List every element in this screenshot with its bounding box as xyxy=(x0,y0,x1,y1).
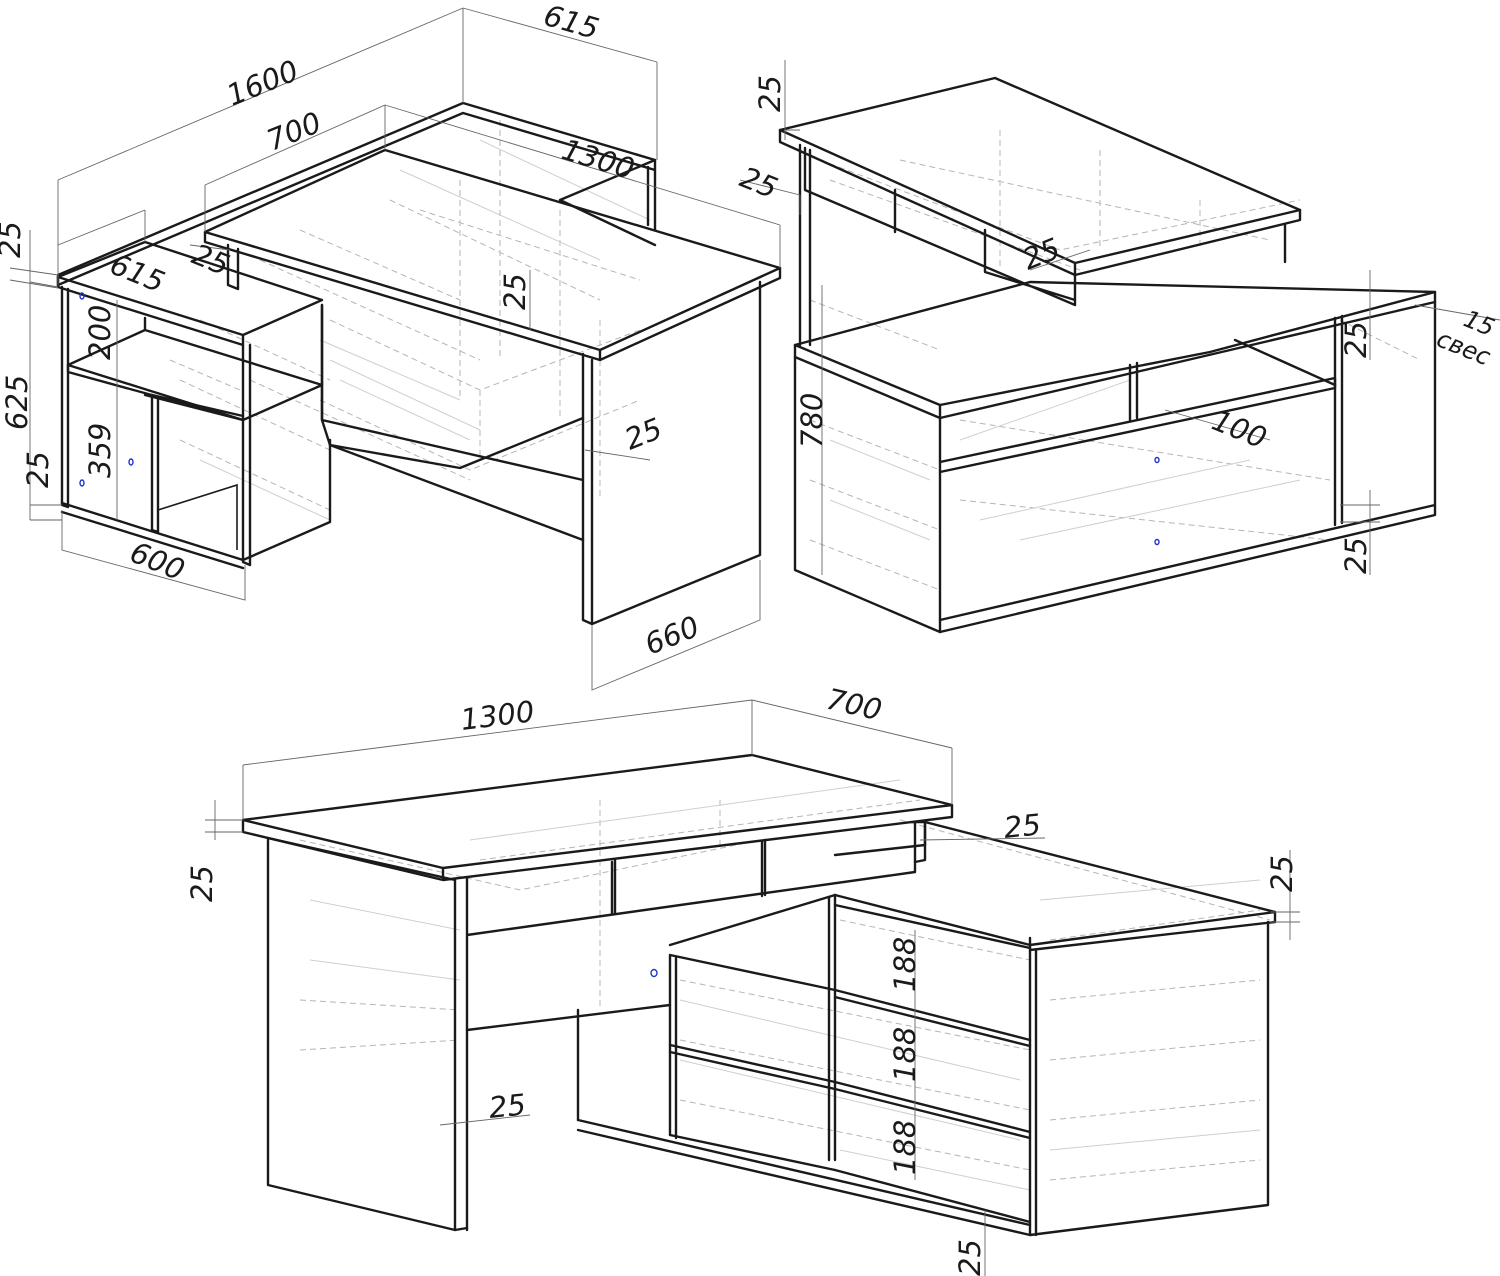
hole-marker xyxy=(1154,538,1160,546)
dim-label: 615 xyxy=(105,247,169,299)
dimension-lines xyxy=(739,60,1500,575)
dim-label: 100 xyxy=(1207,403,1271,455)
drawer-right-mid xyxy=(833,1080,1032,1140)
drawer-left-mid xyxy=(668,1043,837,1091)
cabinet-front-panel xyxy=(827,893,837,1162)
dim-label: 188 xyxy=(888,1120,922,1175)
dim-label: 188 xyxy=(888,937,922,992)
dim-label: 700 xyxy=(262,105,326,157)
body-bottom-front xyxy=(938,300,1437,634)
dim-label: 700 xyxy=(823,682,885,728)
dim-label: 25 xyxy=(1265,855,1299,892)
cabinet-inner-top xyxy=(668,893,837,947)
dim-label: 780 xyxy=(795,393,829,448)
drawer-right-top xyxy=(833,903,1032,1048)
desk-right-leg xyxy=(581,280,762,626)
rear-top-panel xyxy=(56,101,657,287)
dim-label: 25 xyxy=(953,1239,987,1276)
rear-side-panel xyxy=(646,165,657,232)
dim-label: 25 xyxy=(620,411,667,456)
hole-marker xyxy=(650,968,658,978)
dimension-labels: 25 25 25 780 15 свес 25 100 25 xyxy=(735,75,1498,574)
dim-label: 1300 xyxy=(459,694,536,737)
superstructure-back-panel xyxy=(803,146,1077,307)
cabinet-bottom xyxy=(60,438,332,570)
desk-top-front-edge xyxy=(241,803,954,882)
dimension-lines xyxy=(9,7,781,691)
desk-top xyxy=(203,148,782,352)
dim-label: 25 xyxy=(735,160,782,205)
cabinet-bottom xyxy=(576,1118,1032,1237)
cabinet-left-side xyxy=(60,285,70,509)
hole-marker xyxy=(79,292,85,300)
dim-label: 25 xyxy=(21,451,55,488)
hidden-lines xyxy=(299,779,1271,1191)
dim-label: 1300 xyxy=(558,132,639,186)
desk-modesty-panel xyxy=(465,1003,672,1122)
hole-marker xyxy=(79,479,85,487)
body-shelf xyxy=(938,376,1337,474)
dim-label: 25 xyxy=(185,865,219,902)
view-top-left: 1600 615 700 1300 615 25 25 25 200 625 3… xyxy=(0,0,782,691)
hole-marker xyxy=(1154,456,1160,464)
desk-left-leg xyxy=(266,836,469,1232)
cabinet-side-panel xyxy=(1028,920,1270,1237)
dim-label: 25 xyxy=(753,75,787,112)
dim-label: 200 xyxy=(83,305,117,360)
dim-label: 25 xyxy=(1339,537,1373,574)
cabinet-top-front-edge xyxy=(1028,910,1277,952)
desk-left-post xyxy=(226,243,240,291)
cabinet-shelf-2 xyxy=(66,363,245,422)
cabinet-top xyxy=(833,820,1277,947)
dimension-labels: 1300 700 25 25 25 188 188 188 25 25 xyxy=(185,682,1299,1276)
hole-marker xyxy=(128,458,134,466)
cabinet-front-right-side xyxy=(241,303,324,567)
desk-top-front-edge xyxy=(203,230,782,362)
dimension-lines xyxy=(205,699,1300,1276)
body-shelf-partition xyxy=(1128,361,1139,422)
apron-drawer-divider-1 xyxy=(610,858,617,916)
drawer-right-bottom xyxy=(833,1168,1032,1224)
view-top-right: 25 25 25 780 15 свес 25 100 25 xyxy=(735,60,1500,634)
body-top xyxy=(793,280,1437,407)
desk-apron xyxy=(453,820,917,1232)
dim-label: 660 xyxy=(640,609,704,661)
apron-right-end xyxy=(913,820,927,864)
apron-drawer-divider-2 xyxy=(760,838,767,898)
cabinet-inner-divider xyxy=(143,316,245,422)
dim-label: 1600 xyxy=(222,53,303,112)
dim-label: 25 xyxy=(1018,231,1065,276)
body-rear-line xyxy=(1233,338,1337,387)
cabinet-lower-partition xyxy=(157,483,238,550)
superstructure-leg xyxy=(798,143,812,347)
cabinet-mid-partition xyxy=(150,393,160,534)
dim-label: 359 xyxy=(83,423,117,478)
body-right-side xyxy=(1333,314,1344,527)
dim-label: 25 xyxy=(1339,321,1373,358)
view-bottom: 1300 700 25 25 25 188 188 188 25 25 xyxy=(185,682,1300,1276)
cabinet-top xyxy=(56,240,324,337)
hidden-lines xyxy=(809,130,1421,591)
desk-modesty-panel xyxy=(320,303,585,542)
cabinet-shelf-1 xyxy=(66,328,324,422)
cabinet-rear-bottom xyxy=(328,416,585,470)
dim-label: 25 xyxy=(1002,807,1042,845)
dim-label: 615 xyxy=(540,0,603,46)
dim-label: 25 xyxy=(0,221,27,258)
dim-label: 25 xyxy=(487,1087,527,1125)
body-left-side xyxy=(793,355,942,634)
drawer-left-bottom xyxy=(668,1133,837,1172)
dim-label: 188 xyxy=(888,1027,922,1082)
dim-label: 600 xyxy=(125,535,189,587)
dim-label: 25 xyxy=(498,273,532,310)
dim-label: 625 xyxy=(0,375,34,430)
